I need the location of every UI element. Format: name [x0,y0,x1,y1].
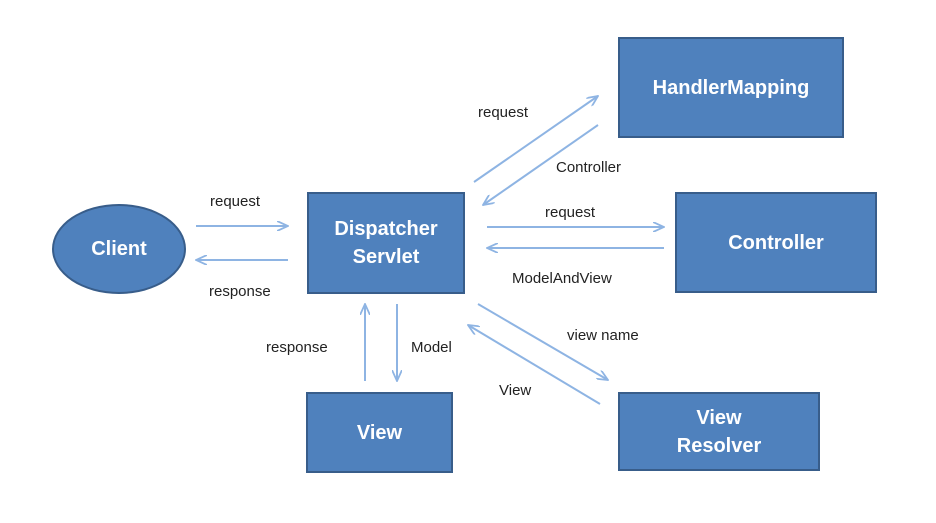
client-node: Client [52,204,186,294]
label-handler-request: request [478,104,529,121]
arrow-handler-to-dispatcher [483,124,599,205]
label-controller-request: request [545,204,596,221]
label-model: Model [411,339,452,356]
client-label: Client [91,238,147,260]
label-resolver-view: View [499,382,532,399]
arrow-dispatcher-to-handler [473,96,598,183]
label-model-and-view: ModelAndView [512,270,612,287]
controller-label: Controller [728,231,824,254]
label-client-response: response [209,283,271,300]
view-node: View [306,392,453,473]
view-label: View [356,421,403,444]
handler-mapping-node: HandlerMapping [618,37,844,138]
dispatcher-servlet-label: Dispatcher Servlet [334,218,438,268]
arrow-resolver-to-dispatcher [468,325,601,405]
label-handler-controller: Controller [556,159,622,176]
view-resolver-node: View Resolver [618,392,820,471]
label-view-name: view name [567,327,639,344]
dispatcher-servlet-node: Dispatcher Servlet [307,192,465,294]
view-resolver-label: View Resolver [676,406,762,457]
label-view-response: response [266,339,328,356]
arrow-dispatcher-to-resolver [477,303,608,380]
label-client-request: request [210,193,261,210]
controller-node: Controller [675,192,877,293]
handler-mapping-label: HandlerMapping [652,76,810,99]
